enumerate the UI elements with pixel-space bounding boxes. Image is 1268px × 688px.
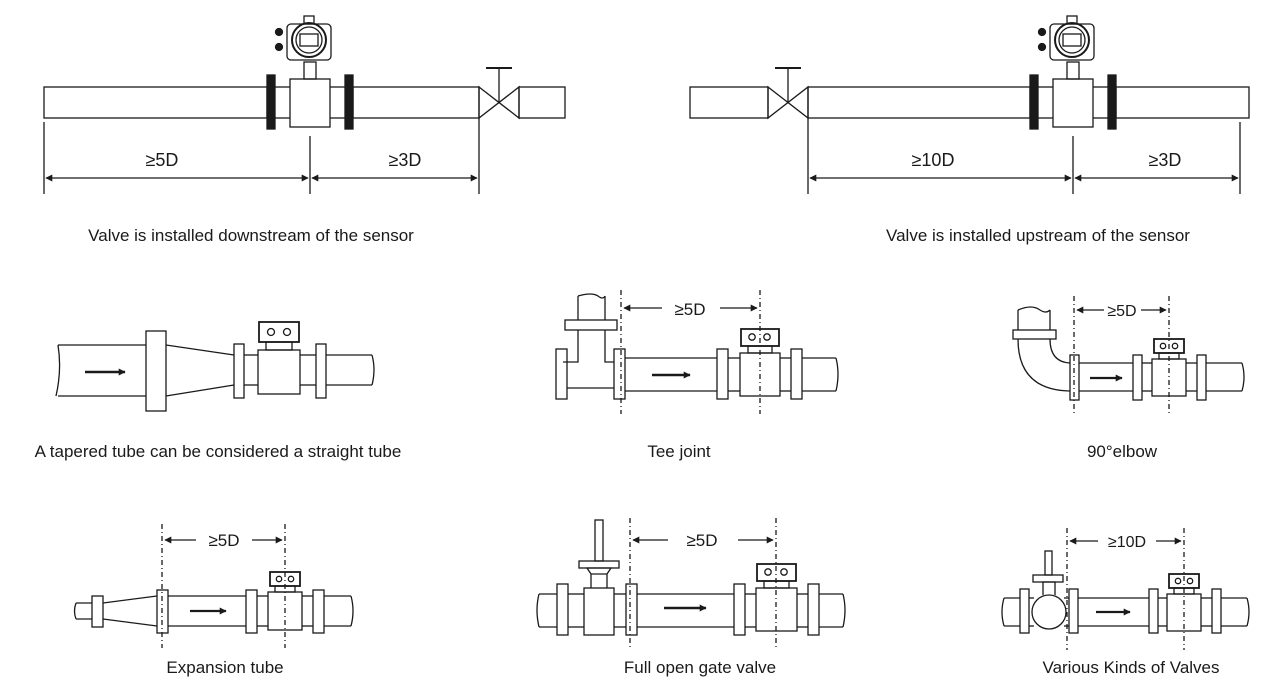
reducer-cone [165, 344, 235, 397]
branch-flange [564, 319, 618, 331]
outlet-pipe [819, 593, 846, 628]
small-pipe [73, 602, 92, 620]
sensor-body [257, 349, 301, 395]
flange-far-left [555, 348, 568, 400]
outlet-pipe [1206, 362, 1245, 392]
dim-label-upstream: ≥10D [912, 150, 955, 170]
flange-mid [733, 583, 746, 636]
dim-label: ≥10D [1108, 534, 1146, 551]
caption-elbow-90: 90°elbow [1086, 442, 1158, 461]
large-pipe [55, 344, 146, 397]
flange-right [1196, 354, 1207, 401]
flange [145, 330, 167, 412]
vertical-pipe [1017, 306, 1051, 330]
dim-label: ≥5D [1107, 303, 1136, 320]
flange-mid [716, 348, 729, 400]
outlet-pipe [326, 354, 375, 386]
dim-label: ≥5D [208, 531, 239, 550]
dim-label: ≥5D [686, 531, 717, 550]
terminal-box [740, 328, 780, 347]
expansion-cone [102, 595, 158, 627]
dim-label-upstream: ≥5D [146, 150, 179, 170]
flange-mid [1148, 588, 1159, 634]
flange-right [807, 583, 820, 636]
valve-bonnet [585, 567, 613, 588]
caption-gate-valve: Full open gate valve [623, 658, 777, 677]
flange-right [1107, 74, 1117, 130]
flange-left [1029, 74, 1039, 130]
downstream-pipe [352, 86, 480, 119]
flange-right [315, 343, 327, 399]
flange-right [1211, 588, 1222, 634]
small-flange [91, 595, 104, 628]
sensor-body [1052, 78, 1094, 128]
diagram-elbow-90 [1012, 296, 1245, 414]
flange-left [613, 348, 626, 400]
diagram-various-valves [1001, 528, 1250, 650]
flange-right [344, 74, 354, 130]
flange-left [266, 74, 276, 130]
transmitter-display [291, 22, 327, 58]
valve-lever [1032, 574, 1064, 583]
ball-valve-body [1031, 594, 1067, 630]
upstream-pipe [807, 86, 1031, 119]
flange-left [233, 343, 245, 399]
caption-expansion-tube: Expansion tube [166, 658, 284, 677]
valve-body [583, 587, 615, 636]
caption-tapered-tube: A tapered tube can be considered a strai… [34, 442, 402, 461]
diagram-gate-valve [536, 518, 846, 648]
caption-various-valves: Various Kinds of Valves [1042, 658, 1220, 677]
flange-right [790, 348, 803, 400]
diagram-tapered-tube [55, 321, 375, 412]
dim-label-downstream: ≥3D [389, 150, 422, 170]
dim-label-downstream: ≥3D [1149, 150, 1182, 170]
caption-tee-joint: Tee joint [647, 442, 711, 461]
valve-handwheel [578, 560, 620, 569]
transmitter-housing [1049, 23, 1095, 61]
valve-outlet-pipe [518, 86, 566, 119]
transmitter-housing [286, 23, 332, 61]
flange-mid [1132, 354, 1143, 401]
sensor-body [289, 78, 331, 128]
caption-valve-upstream: Valve is installed upstream of the senso… [886, 226, 1190, 245]
outlet-pipe [1221, 597, 1250, 627]
diagram-expansion-tube [73, 524, 354, 648]
flange-right [312, 589, 325, 634]
terminal-box [258, 321, 300, 343]
upstream-pipe [43, 86, 268, 119]
elbow-flange [1012, 329, 1057, 340]
inlet-pipe [536, 593, 557, 628]
valve-stem [594, 519, 604, 562]
diagram-valve-downstream [43, 15, 566, 194]
branch-pipe [577, 293, 606, 320]
diagram-valve-upstream [689, 15, 1250, 194]
outlet-pipe [802, 357, 839, 392]
outlet-pipe [324, 595, 354, 627]
inlet-pipe [689, 86, 769, 119]
flange-far-left [556, 583, 569, 636]
elbow-bend [1017, 338, 1071, 392]
caption-valve-downstream: Valve is installed downstream of the sen… [88, 226, 414, 245]
transmitter-display [1054, 22, 1090, 58]
downstream-pipe [1115, 86, 1250, 119]
flange-mid [245, 589, 258, 634]
valve-stem [1044, 550, 1053, 576]
diagram-tee-joint [555, 290, 839, 414]
inlet-pipe [1001, 597, 1020, 627]
flange-left [625, 583, 638, 636]
flange-left [1068, 588, 1079, 634]
flange-far-left [1019, 588, 1030, 634]
dim-label: ≥5D [674, 300, 705, 319]
